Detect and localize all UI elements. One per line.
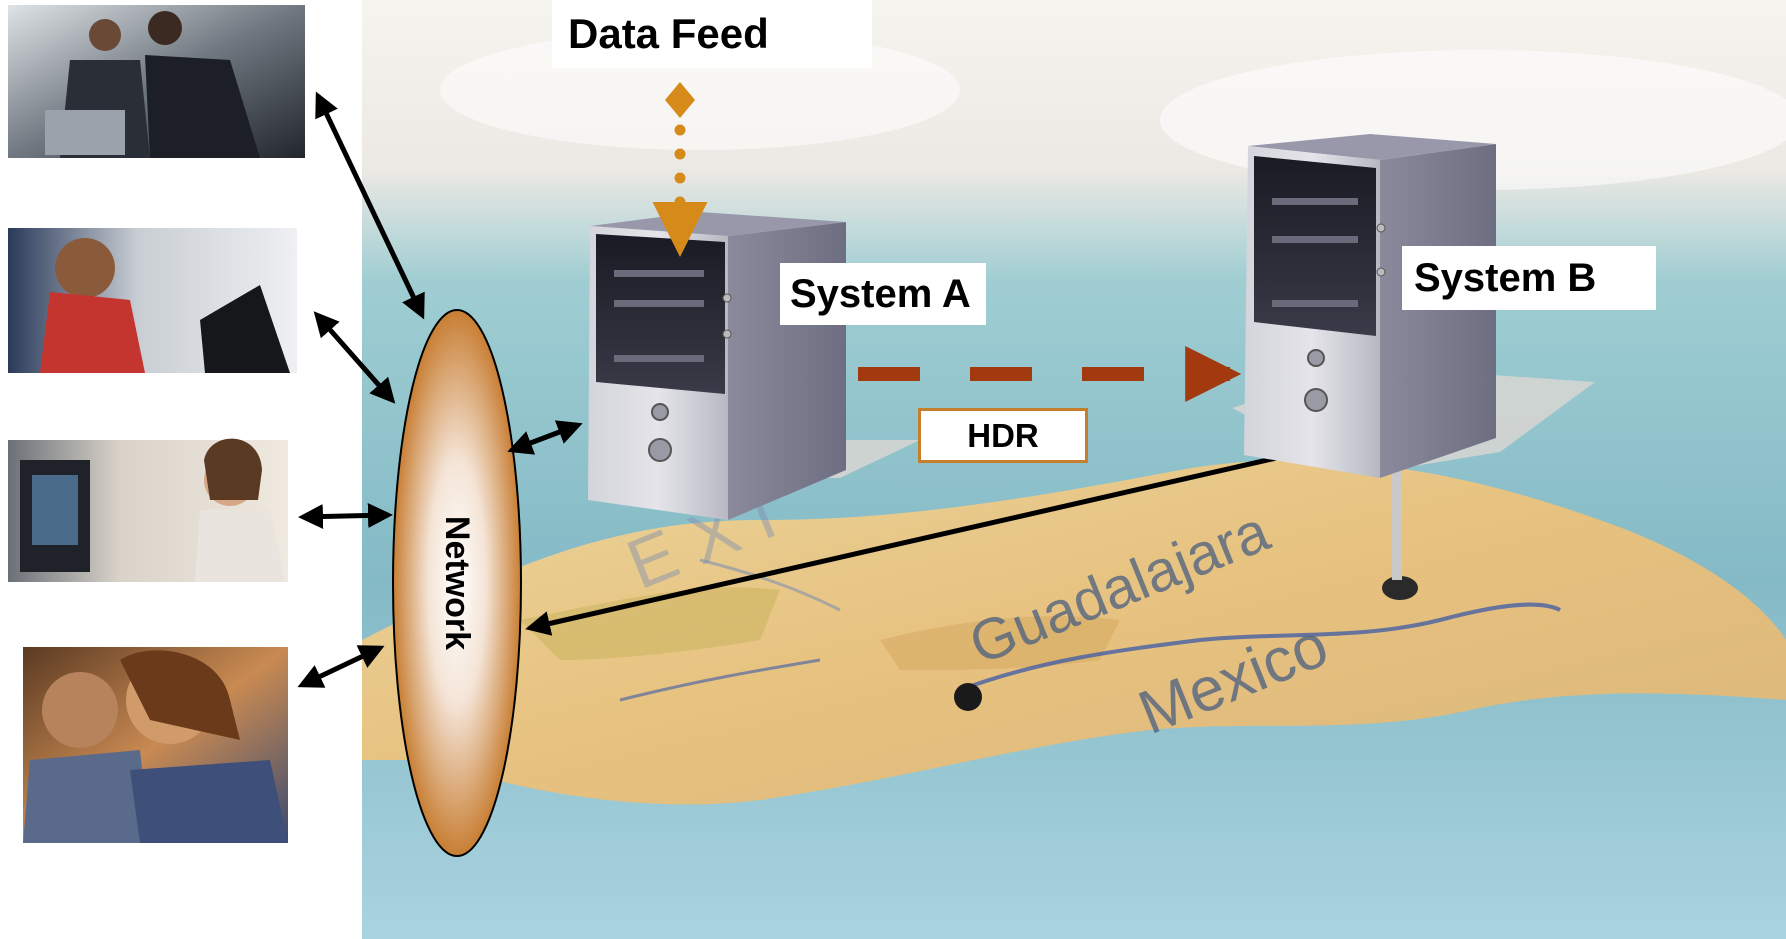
arrow-photo4-network	[297, 645, 385, 688]
drive-bay	[596, 234, 725, 394]
city-marker-guadalajara	[954, 683, 982, 711]
power-led-icon	[1307, 349, 1325, 367]
location-pin	[1392, 470, 1402, 580]
power-button-icon	[648, 438, 672, 462]
drive-bay	[1254, 156, 1376, 336]
photo-call-center	[23, 647, 288, 843]
arrow-photo2-network	[313, 311, 396, 404]
photo-laptop-user	[8, 228, 297, 373]
map-background: E X I Guadalajara Mexico	[362, 0, 1786, 939]
arrow-network-system-a	[507, 420, 583, 455]
power-button-icon	[1304, 388, 1328, 412]
data-feed-label: Data Feed	[552, 0, 872, 68]
client-arrows	[297, 91, 1286, 688]
photo-kiosk-user	[8, 438, 288, 582]
system-a-label: System A	[780, 263, 986, 325]
system-b-label: System B	[1402, 246, 1656, 310]
network-node: Network	[392, 309, 522, 857]
city-marker-mexico	[1382, 576, 1418, 600]
power-led-icon	[651, 403, 669, 421]
photo-business-meeting	[8, 5, 305, 158]
server-system-b	[1232, 134, 1595, 580]
arrow-photo3-network	[298, 502, 393, 530]
arrow-system-b-network	[525, 453, 1286, 636]
network-label: Network	[438, 516, 476, 650]
arrow-photo1-network	[315, 91, 425, 320]
data-source-diamond-icon	[665, 82, 695, 118]
data-feed-arrow	[652, 82, 708, 257]
hdr-label: HDR	[918, 408, 1088, 463]
